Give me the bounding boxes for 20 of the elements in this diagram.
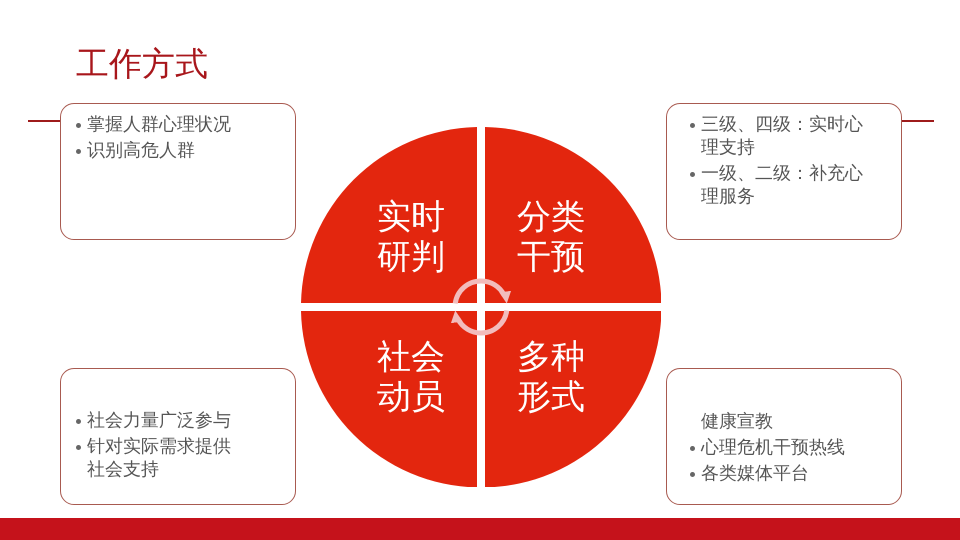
list-item: 识别高危人群: [75, 139, 285, 162]
curved-arrow: [452, 310, 510, 336]
list-item: 心理危机干预热线: [689, 436, 889, 459]
quadrant-title: 实时研判: [376, 196, 446, 277]
list-item: 各类媒体平台: [689, 462, 889, 485]
info-card: [60, 103, 296, 240]
quadrant-title: 多种形式: [516, 337, 586, 417]
list-item: 社会力量广泛参与: [75, 409, 240, 432]
quadrant-title: 分类干预: [516, 196, 586, 277]
list-item: 三级、四级：实时心理支持: [689, 113, 869, 159]
list-item: 健康宣教: [700, 410, 774, 433]
page-title: 工作方式: [76, 44, 208, 84]
list-item: 一级、二级：补充心理服务: [689, 162, 869, 208]
info-card: [60, 368, 296, 505]
quadrant-title: 社会动员: [376, 337, 446, 417]
curved-arrow: [452, 278, 510, 304]
info-card: [666, 368, 902, 505]
list-item: 掌握人群心理状况: [75, 113, 285, 136]
info-card: [666, 103, 902, 240]
list-item: 针对实际需求提供社会支持: [75, 435, 240, 481]
